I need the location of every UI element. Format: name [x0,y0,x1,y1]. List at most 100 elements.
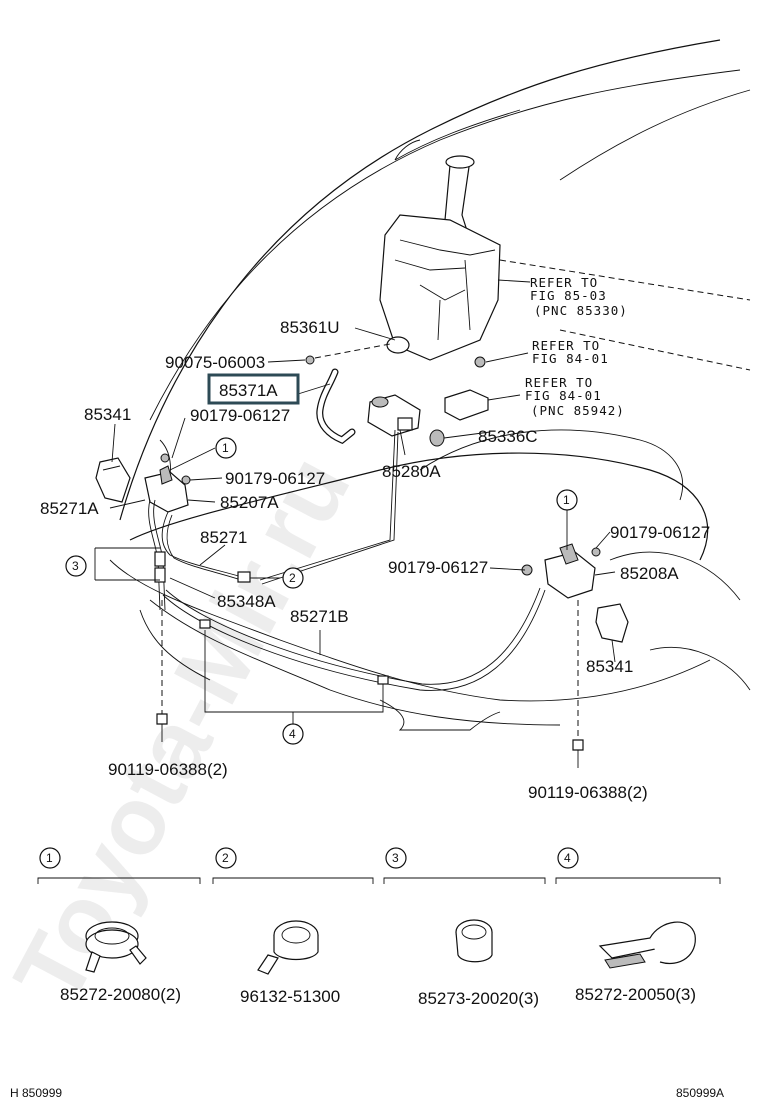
bumper-corner-left [139,609,211,681]
label-90179-a: 90179-06127 [190,406,290,425]
ref2-line1: REFER TO [532,338,600,353]
bracket-callout3 [94,547,160,581]
legend-3-bracket [383,877,546,884]
clip3-inner [461,924,487,940]
hose-pump-to-joint [259,429,396,581]
leader-ref2 [485,352,529,363]
pump-relay [444,389,489,421]
legend-3-part: 85273-20020(3) [418,989,539,1008]
legend-2-num: 2 [222,851,229,865]
leader-85371a [297,383,331,395]
leader-85348a [169,577,216,599]
hose-pump-to-joint-2 [261,431,399,585]
clip1-tab-right [129,945,147,965]
callout-1-right-text: 1 [563,493,570,507]
label-90179-d: 90179-06127 [610,523,710,542]
label-90119-right: 90119-06388(2) [528,783,648,802]
right-screw-b [591,547,601,557]
footer-left-code: H 850999 [10,1086,62,1100]
left-nozzle-cover-line [102,465,121,471]
label-85280a: 85280A [382,462,441,481]
legend-1-num: 1 [46,851,53,865]
legend-3-num: 3 [392,851,399,865]
label-90179-c: 90179-06127 [388,558,488,577]
wheel-arch-right [649,646,751,691]
clamp-85361u [386,336,410,354]
leader-ref3 [487,394,521,401]
label-85336c: 85336C [478,427,538,446]
bolt-right-head [572,739,584,751]
leader-ref1 [497,279,531,283]
leader-85207a [187,499,216,503]
callout-2 [282,567,304,589]
label-85271: 85271 [200,528,247,547]
clip2-band [273,935,319,961]
callout-1-right [556,489,578,511]
hidden-line-2 [559,329,751,371]
clamp-2 [237,571,251,583]
relay-body [444,389,489,421]
bumper-lower-line [149,599,561,726]
callout-circles: 1 1 2 3 4 [65,437,578,745]
callout-1-left-text: 1 [222,441,229,455]
clip-85273-20020 [455,919,493,963]
ref1-line3: (PNC 85330) [534,303,628,318]
ref3-line3: (PNC 85942) [531,403,625,418]
left-nozzle-cover [95,457,131,503]
tank-filler-cap [445,155,475,169]
leader-90179-d [595,531,611,549]
legend-1-bracket [37,877,201,884]
callout-4-text: 4 [289,727,296,741]
clip-4-b [377,675,389,685]
refer-to-labels: REFER TO FIG 85-03 (PNC 85330) REFER TO … [525,275,628,418]
fender-line-upper [559,89,751,181]
leader-85271a [109,499,146,509]
leader-90075-dash [314,343,391,359]
leader-90179-b [189,477,223,481]
label-90179-b: 90179-06127 [225,469,325,488]
hose-85271-b [166,514,248,583]
label-85341-left: 85341 [84,405,131,424]
legend-3-circle [385,847,407,869]
label-85371a: 85371A [219,381,278,400]
ref3-line1: REFER TO [525,375,593,390]
washer-hoses [148,429,546,691]
fastener-90075 [305,355,315,365]
grommet-shape [429,429,445,447]
leader-callout1-left [169,447,216,471]
callout-2-text: 2 [289,571,296,585]
footer-right-code: 850999A [676,1086,724,1100]
tank-ridge-3 [419,284,466,341]
label-85348a: 85348A [217,592,276,611]
ref1-line1: REFER TO [530,275,598,290]
cowl-line [394,109,521,161]
leader-90179-a [171,417,186,459]
clip2-inner [281,926,311,944]
part-labels: 85361U 90075-06003 85371A 85341 90179-06… [40,318,710,802]
clip-85272-20050 [598,921,696,969]
washer-pump [367,394,421,437]
ref3-line2: FIG 84-01 [525,388,602,403]
legend-4-num: 4 [564,851,571,865]
clip-4-a [199,619,211,629]
hood-outer-line [119,39,721,521]
hose-85371a [316,368,356,445]
grommet-85336c [429,429,445,447]
callout-4 [282,723,304,745]
label-85361u: 85361U [280,318,340,337]
left-actuator-top [159,465,173,485]
ref1-line2: FIG 85-03 [530,288,607,303]
legend-2-circle [215,847,237,869]
callout-3-text: 3 [72,559,79,573]
leader-90075 [267,359,306,363]
bolts-90119 [156,713,584,768]
hose-inner [317,369,355,443]
clip4-foot [604,953,646,969]
clip2-tab [257,954,279,975]
car-body-outline [109,39,751,731]
tank-ridge-1 [399,239,496,256]
hood-inner-line [149,69,741,421]
clip1-ring-inner [94,927,130,945]
footer: H 850999 850999A [10,1086,724,1100]
